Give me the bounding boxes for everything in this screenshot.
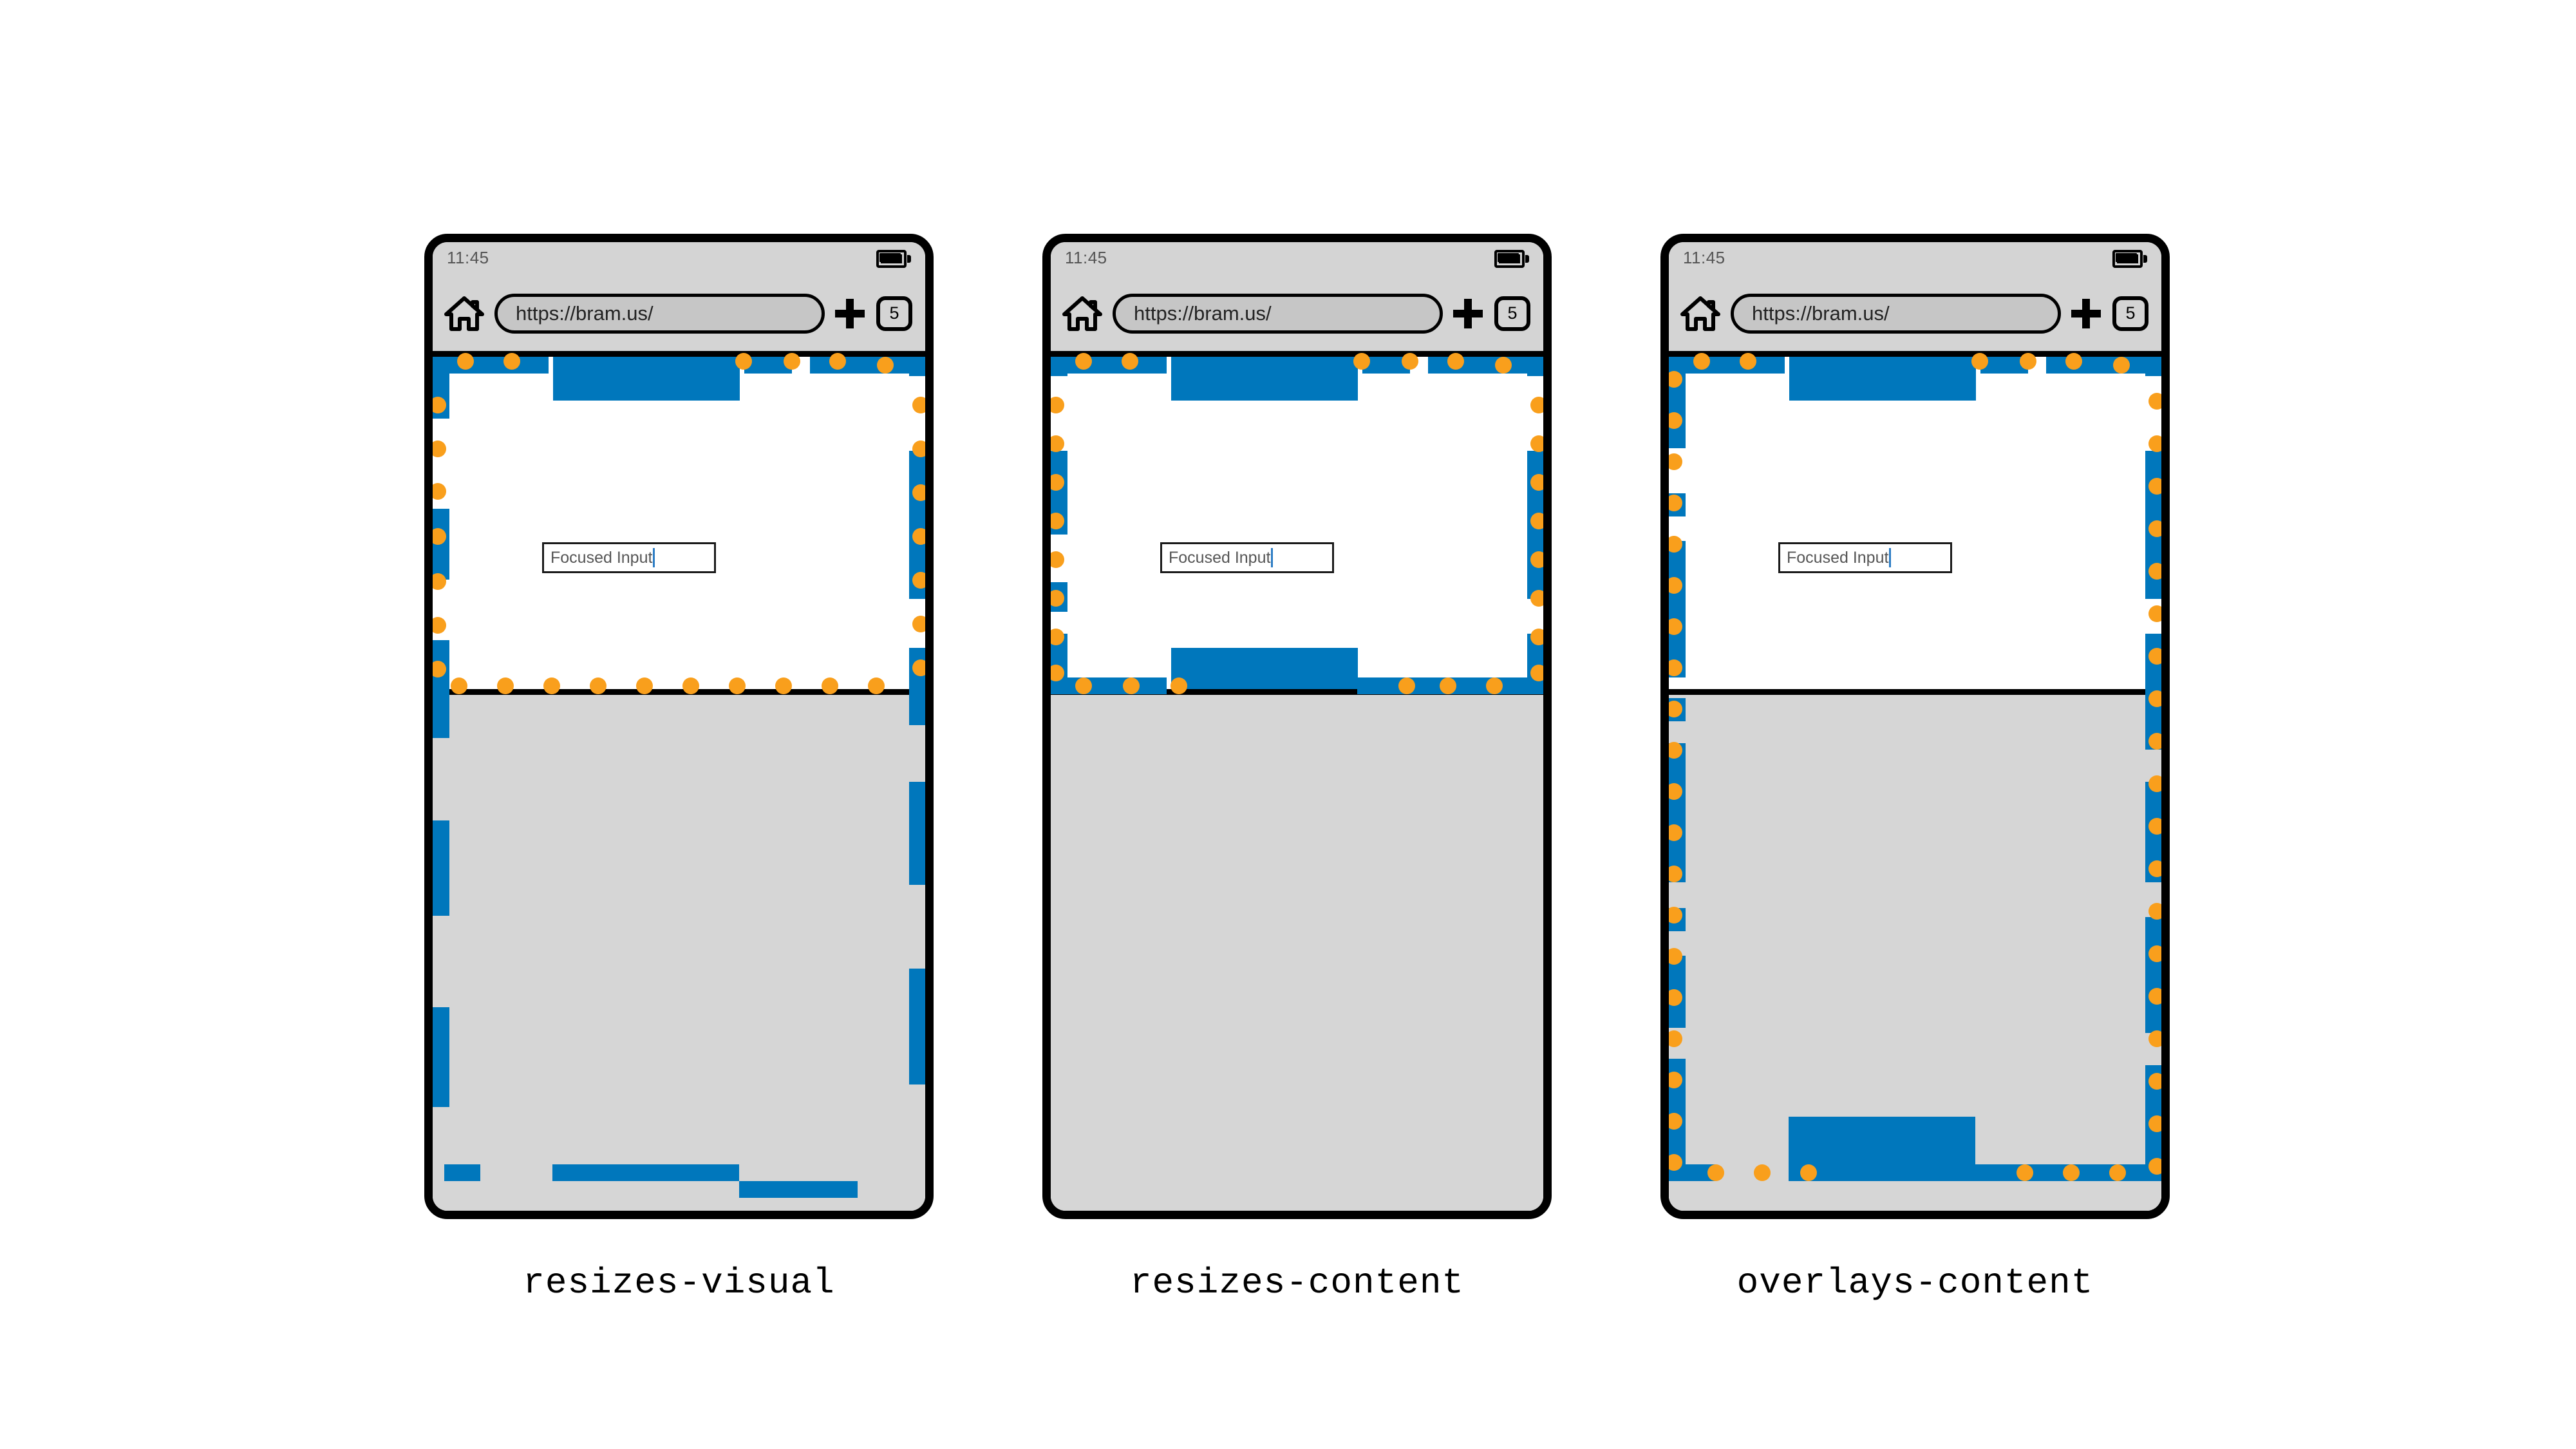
url-bar[interactable]: https://bram.us/ <box>494 293 825 334</box>
text-caret <box>1271 548 1274 567</box>
browser-toolbar: https://bram.us/ 5 <box>1669 276 2161 351</box>
phone-mockup-overlays-content: 11:45 https://bram.us/ 5 Focus <box>1660 234 2170 1219</box>
focused-input[interactable]: Focused Input <box>542 542 716 573</box>
browser-chrome: 11:45 https://bram.us/ 5 <box>1051 242 1543 357</box>
web-content-area: Focused Input <box>1051 357 1543 694</box>
status-clock: 11:45 <box>447 248 489 267</box>
browser-chrome: 11:45 https://bram.us/ 5 <box>1669 242 2161 357</box>
text-caret <box>1889 548 1892 567</box>
url-bar[interactable]: https://bram.us/ <box>1731 293 2061 334</box>
content-block-top <box>553 357 740 401</box>
device-screen: Focused Input <box>1051 353 1543 1211</box>
focused-input[interactable]: Focused Input <box>1778 542 1952 573</box>
battery-full-icon <box>1494 250 1529 268</box>
focused-input-value: Focused Input <box>1169 548 1271 567</box>
virtual-keyboard <box>433 689 925 1211</box>
web-content-area: Focused Input <box>1669 357 2161 694</box>
device-screen: Focused Input <box>433 353 925 1211</box>
home-icon[interactable] <box>444 296 484 332</box>
battery-full-icon <box>876 250 911 268</box>
virtual-keyboard <box>1669 689 2161 1211</box>
home-icon[interactable] <box>1680 296 1720 332</box>
content-block-bottom <box>1171 648 1358 694</box>
caption-overlays-content: overlays-content <box>1736 1262 2094 1303</box>
status-bar: 11:45 <box>433 242 925 276</box>
status-bar: 11:45 <box>1051 242 1543 276</box>
browser-toolbar: https://bram.us/ 5 <box>1051 276 1543 351</box>
home-icon[interactable] <box>1062 296 1102 332</box>
plus-icon[interactable] <box>834 298 866 330</box>
caption-resizes-content: resizes-content <box>1129 1262 1465 1303</box>
plus-icon[interactable] <box>1452 298 1484 330</box>
focused-input-value: Focused Input <box>1787 548 1889 567</box>
content-block-top <box>1789 357 1976 401</box>
text-caret <box>653 548 655 567</box>
content-block-top <box>1171 357 1358 401</box>
tab-counter[interactable]: 5 <box>876 296 912 331</box>
caption-resizes-visual: resizes-visual <box>523 1262 835 1303</box>
browser-chrome: 11:45 https://bram.us/ 5 <box>433 242 925 357</box>
phone-mockup-resizes-content: 11:45 https://bram.us/ 5 <box>1042 234 1552 1219</box>
focused-input[interactable]: Focused Input <box>1160 542 1334 573</box>
virtual-keyboard <box>1051 689 1543 1211</box>
web-content-area: Focused Input <box>433 357 925 694</box>
tab-counter[interactable]: 5 <box>1494 296 1530 331</box>
focused-input-value: Focused Input <box>550 548 653 567</box>
status-bar: 11:45 <box>1669 242 2161 276</box>
status-clock: 11:45 <box>1683 248 1725 267</box>
url-text: https://bram.us/ <box>1134 301 1272 325</box>
status-clock: 11:45 <box>1065 248 1107 267</box>
browser-toolbar: https://bram.us/ 5 <box>433 276 925 351</box>
url-bar[interactable]: https://bram.us/ <box>1113 293 1443 334</box>
url-text: https://bram.us/ <box>1752 301 1890 325</box>
plus-icon[interactable] <box>2070 298 2102 330</box>
tab-counter[interactable]: 5 <box>2112 296 2148 331</box>
url-text: https://bram.us/ <box>516 301 653 325</box>
device-screen: Focused Input <box>1669 353 2161 1211</box>
phone-mockup-resizes-visual: 11:45 https://bram.us/ 5 <box>424 234 934 1219</box>
battery-full-icon <box>2112 250 2147 268</box>
